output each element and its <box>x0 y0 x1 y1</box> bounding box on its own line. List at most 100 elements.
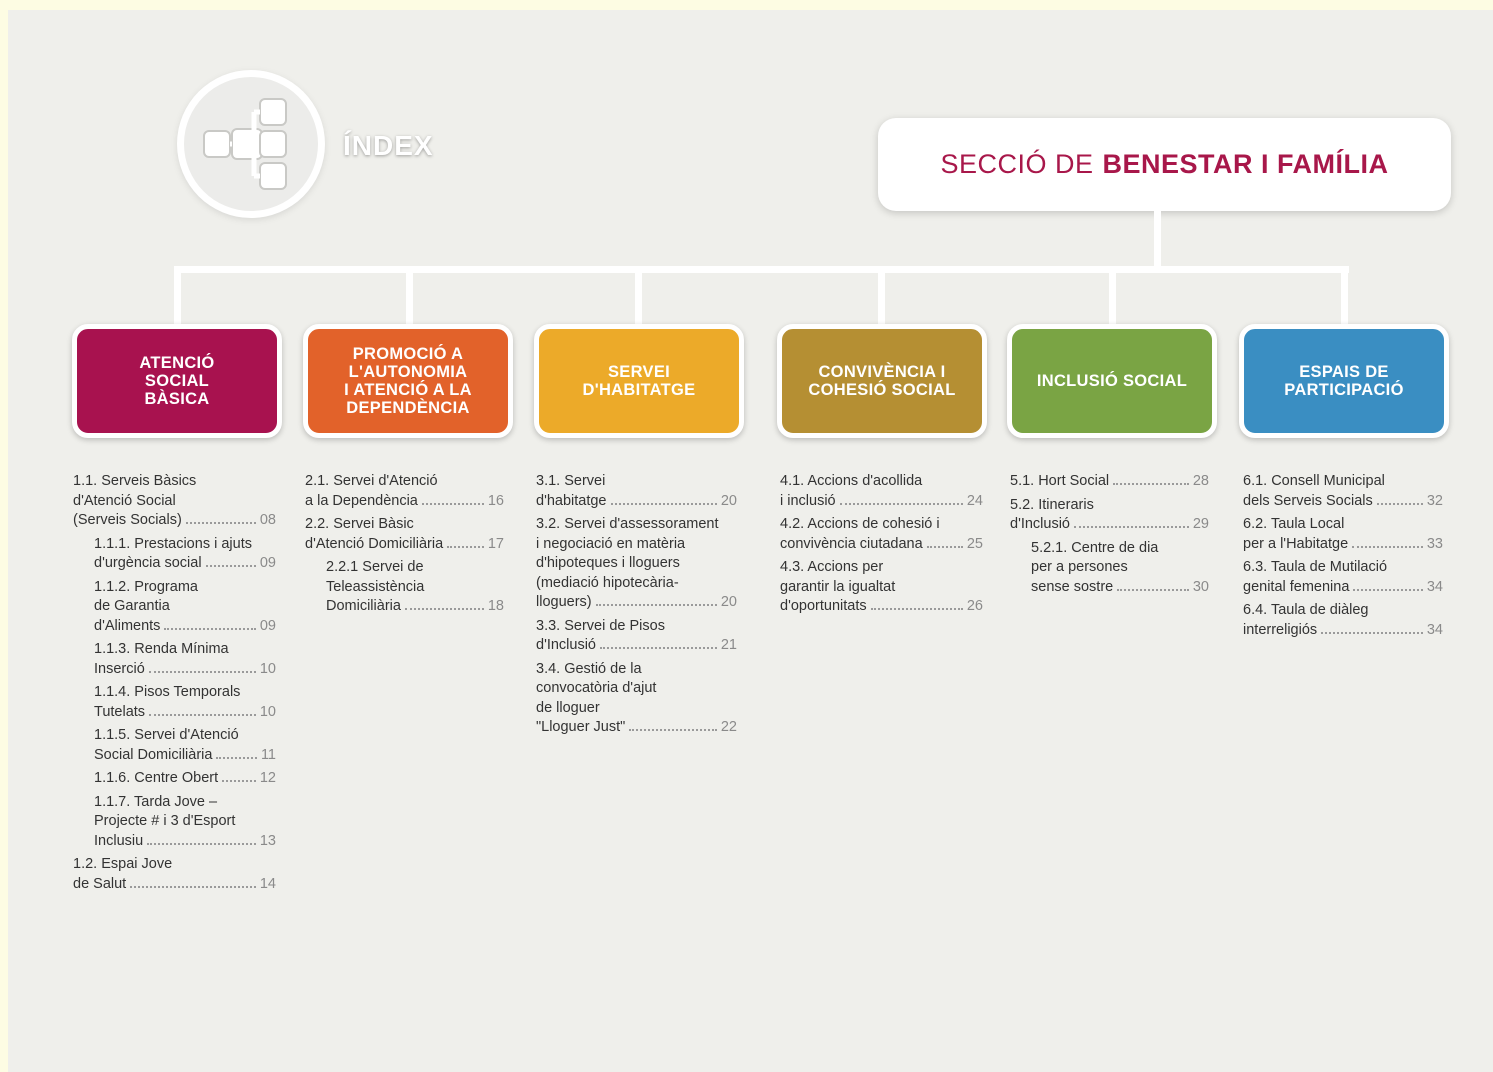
page-number: 25 <box>966 535 983 552</box>
toc-entry-text: d'Inclusió <box>536 637 596 653</box>
toc-entry-text: garantir la igualtat <box>780 578 896 595</box>
toc-entry-text: de Salut <box>73 875 127 892</box>
toc-entry-text: convivència ciutadana <box>780 535 923 552</box>
toc-entry-text: 1.2. Espai Jove <box>73 856 173 872</box>
category-label-line: COHESIÓ SOCIAL <box>808 381 956 399</box>
toc-entry-text: 6.4. Taula de diàleg <box>1243 602 1369 618</box>
dot-leader <box>595 604 717 606</box>
page-number: 26 <box>966 598 983 614</box>
toc-entry-text: Inclusiu <box>94 832 144 849</box>
toc-entry-text: (Serveis Socials) <box>73 512 182 528</box>
connector-horizontal <box>174 266 1349 273</box>
category-label-line: L'AUTONOMIA <box>348 363 468 381</box>
dot-leader <box>600 647 717 649</box>
toc-entry-text: 1.1.3. Renda Mínima <box>94 641 229 657</box>
toc-entry[interactable]: 1.1.6. Centre Obert 12 <box>94 769 276 789</box>
page-number: 08 <box>259 512 276 528</box>
toc-entry-text: 1.1.2. Programa <box>94 578 198 595</box>
toc-entry-text: d'Atenció Social <box>73 492 176 509</box>
dot-leader <box>216 756 257 759</box>
dot-leader <box>1074 526 1189 528</box>
toc-entry-text: genital femenina <box>1243 578 1350 595</box>
toc-entry[interactable]: 1.2. Espai Jove de Salut 14 <box>73 855 276 894</box>
connector-drop-3 <box>635 266 642 326</box>
toc-entry-text: d'Inclusió <box>1010 516 1070 532</box>
toc-entry[interactable]: 1.1.7. Tarda Jove –Projecte # i 3 d'Espo… <box>94 793 276 852</box>
toc-entry-text: 1.1.4. Pisos Temporals <box>94 684 241 700</box>
dot-leader <box>1321 631 1423 634</box>
toc-entry-text: d'Aliments <box>94 617 161 634</box>
dot-leader <box>404 608 484 610</box>
page-number: 11 <box>260 746 276 763</box>
index-title: ÍNDEX <box>343 130 434 161</box>
toc-entry-text: 1.1. Serveis Bàsics <box>73 473 197 489</box>
dot-leader <box>870 608 963 610</box>
toc-entry-text: 4.2. Accions de cohesió i <box>780 516 940 532</box>
toc-entry[interactable]: 4.2. Accions de cohesió i convivència ciu… <box>780 515 983 554</box>
toc-entry-text: sense sostre <box>1031 578 1114 595</box>
toc-entry-text: Teleassistència <box>326 578 425 595</box>
page-number: 14 <box>259 875 276 892</box>
page-number: 09 <box>259 617 276 634</box>
category-label-line: SERVEI <box>607 363 671 381</box>
toc-entry-text: 1.1.5. Servei d'Atenció <box>94 727 239 743</box>
category-label-line: INCLUSIÓ SOCIAL <box>1036 372 1188 390</box>
connector-drop-4 <box>878 266 885 326</box>
page-number: 34 <box>1426 578 1443 595</box>
toc-entry-text: 2.1. Servei d'Atenció <box>305 473 438 489</box>
page-number: 16 <box>487 492 504 509</box>
toc-entry-text: d'urgència social <box>94 555 202 571</box>
page-number: 12 <box>259 770 276 786</box>
dot-leader <box>926 545 963 548</box>
dot-leader <box>1113 483 1189 485</box>
category-label-line: ESPAIS DE <box>1299 363 1389 381</box>
hierarchy-logo-icon <box>184 77 318 211</box>
toc-entry-text: 1.1.6. Centre Obert <box>94 770 219 786</box>
toc-entry-text: d'habitatge <box>536 492 607 509</box>
dot-leader <box>222 780 256 782</box>
toc-entry-text: 1.1.1. Prestacions i ajuts <box>94 535 252 552</box>
toc-entry-text: 3.3. Servei de Pisos <box>536 617 665 634</box>
toc-entry-text: 5.2.1. Centre de dia <box>1031 539 1159 556</box>
section-title-prefix: SECCIÓ DE <box>940 149 1094 179</box>
toc-entry-text: (mediació hipotecària- <box>536 574 679 591</box>
category-label-line: D'HABITATGE <box>582 381 696 399</box>
toc-entry-text: Tutelats <box>94 703 146 720</box>
dot-leader <box>1376 502 1423 505</box>
toc-entry-text: interreligiós <box>1243 621 1318 638</box>
dot-leader <box>148 670 256 673</box>
toc-entry[interactable]: 1.1.1. Prestacions i ajuts d'urgència soc… <box>94 535 276 574</box>
toc-entry-text: i negociació en matèria <box>536 535 686 552</box>
category-label-line: CONVIVÈNCIA I <box>818 363 946 381</box>
dot-leader <box>205 565 256 567</box>
toc-entry[interactable]: 1.1. Serveis Bàsics d'Atenció Social (Serv… <box>73 472 276 531</box>
toc-entry-text: 2.2. Servei Bàsic <box>305 516 414 532</box>
page-number: 29 <box>1192 516 1209 532</box>
page-number: 33 <box>1426 535 1443 552</box>
toc-entry-text: convocatòria d'ajut <box>536 680 657 696</box>
